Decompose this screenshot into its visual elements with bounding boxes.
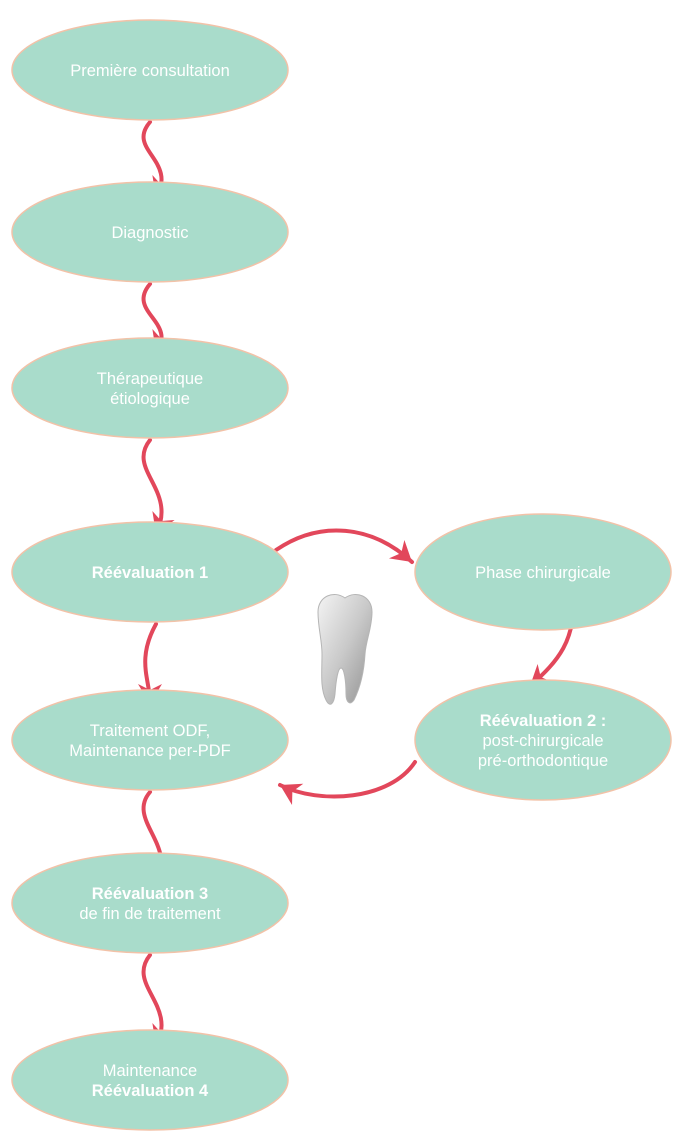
node-traitement-odf: Traitement ODF, Maintenance per-PDF [11,689,289,791]
node-reevaluation-3: Réévaluation 3 de fin de traitement [11,852,289,954]
node-label-line: Première consultation [70,62,230,80]
node-label-line: Réévaluation 2 : [480,712,607,730]
node-reevaluation-2: Réévaluation 2 : post-chirurgicale pré-ort… [414,679,672,801]
node-therapeutique: Thérapeutique étiologique [11,337,289,439]
arrow-reevaluation1-to-phase [274,528,414,564]
node-label-line: Réévaluation 1 [92,564,208,582]
node-label-line: Réévaluation 4 [92,1082,209,1100]
nodes-layer: Première consultationDiagnosticThérapeut… [11,19,672,1131]
node-label-line: Phase chirurgicale [475,564,611,582]
node-label-line: Maintenance [103,1062,197,1080]
node-label-line: Maintenance per-PDF [69,742,230,760]
node-label-line: Réévaluation 3 [92,885,208,903]
node-label-line: étiologique [110,390,190,408]
node-label-line: de fin de traitement [79,905,221,923]
node-label-line: pré-orthodontique [478,752,608,770]
node-label-line: Thérapeutique [97,370,203,388]
node-premiere-consultation: Première consultation [11,19,289,121]
node-label-line: Traitement ODF, [90,722,210,740]
node-label-line: post-chirurgicale [482,732,603,750]
node-label-line: Diagnostic [111,224,188,242]
tooth-icon [317,594,373,705]
node-phase-chirurgicale: Phase chirurgicale [414,513,672,631]
node-reevaluation-1: Réévaluation 1 [11,521,289,623]
arrow-reevaluation2-to-traitement [278,760,417,805]
node-diagnostic: Diagnostic [11,181,289,283]
